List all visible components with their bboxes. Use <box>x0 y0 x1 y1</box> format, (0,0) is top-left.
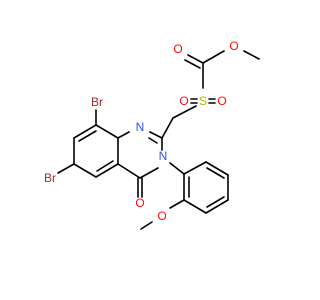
bond-ar4-ar5-inner <box>206 196 225 208</box>
bond-s-ch2 <box>172 105 197 119</box>
atom-label: Br <box>44 171 56 185</box>
bond-c6-br <box>57 163 75 174</box>
bond-ar4-ar5 <box>205 199 229 214</box>
bond-c-o-double-b <box>184 59 201 69</box>
molecule-structure-diagram: O O S O O N N Br Br O O <box>44 39 260 230</box>
bond-c8-c7-inner <box>78 130 97 142</box>
atom-label: O <box>135 196 144 210</box>
bond-c8-c7 <box>73 124 97 139</box>
atom-label: Br <box>91 95 103 109</box>
bond-c5-c4a-inner <box>96 160 114 172</box>
atom-label: O <box>217 94 226 108</box>
atom-label: N <box>159 149 168 163</box>
bond-ar1-ar2 <box>183 161 207 175</box>
atom-label: O <box>179 94 188 108</box>
bond-o-methyl <box>140 221 153 230</box>
bond-ar5-ar6 <box>183 199 207 214</box>
bond-c5-c4a <box>95 163 119 178</box>
bond-c4-c4a <box>117 163 141 179</box>
bond-ar2-ar3 <box>205 161 229 176</box>
bond-c2-n1-inner <box>148 137 158 144</box>
bond-n1-c8a <box>117 131 130 139</box>
atom-label: N <box>136 120 145 134</box>
bond-o-carbonylc <box>202 50 225 64</box>
bond-n3-aryl <box>169 162 185 175</box>
atom-labels: O O S O O N N Br Br O O <box>44 39 239 223</box>
bond-c6-c5 <box>73 163 97 178</box>
bond-c2-n1 <box>149 131 163 139</box>
atom-label: O <box>229 39 238 53</box>
bond-c8a-c8 <box>95 124 119 139</box>
atom-label: S <box>199 94 207 108</box>
bond-ch2-c2 <box>161 117 174 139</box>
bond-c-o-double-a <box>187 54 204 64</box>
bond-n3-c4 <box>139 167 159 179</box>
atom-label: O <box>173 42 182 56</box>
bond-lines <box>57 50 260 230</box>
bond-ar-ome <box>169 199 185 209</box>
bond-ar2-ar3-inner <box>206 167 225 179</box>
atom-label: O <box>157 209 166 223</box>
bond-methyl-o <box>243 50 260 60</box>
